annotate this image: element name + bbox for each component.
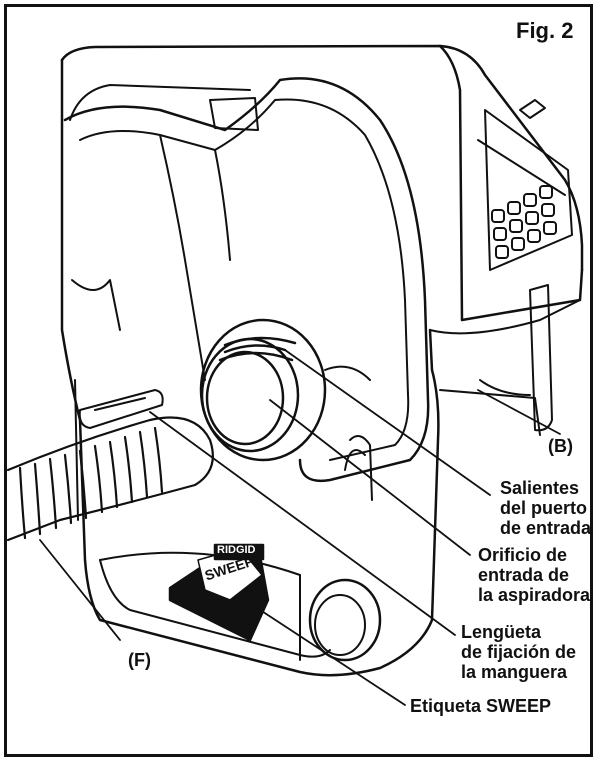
label-salientes: Salientes del puerto de entrada bbox=[500, 478, 591, 538]
sweep-decal bbox=[168, 543, 270, 642]
label-salientes-line-3: de entrada bbox=[500, 518, 592, 538]
figure-title: Fig. 2 bbox=[516, 18, 574, 43]
motor-head-edge bbox=[438, 44, 464, 322]
vent-grille-icon bbox=[477, 99, 573, 271]
leader-etiqueta bbox=[244, 599, 406, 706]
label-f: (F) bbox=[128, 650, 151, 670]
label-orificio-line-2: entrada de bbox=[478, 565, 570, 585]
label-etiqueta: Etiqueta SWEEP bbox=[410, 696, 552, 716]
label-lengueta-line-1: Lengüeta bbox=[461, 622, 542, 642]
label-lengueta: Lengüeta de fijación de la manguera bbox=[461, 622, 576, 682]
label-lengueta-line-2: de fijación de bbox=[461, 642, 577, 662]
tank-inner-rim bbox=[69, 84, 251, 121]
decal-brand: RIDGID bbox=[217, 544, 256, 556]
figure-frame bbox=[4, 4, 593, 757]
label-orificio-line-1: Orificio de bbox=[478, 545, 568, 565]
label-lengueta-line-3: la manguera bbox=[461, 662, 568, 682]
hose-clip-tab bbox=[78, 389, 164, 429]
leader-f bbox=[39, 539, 121, 641]
label-orificio-line-3: la aspiradora bbox=[478, 585, 591, 605]
motor-head-side bbox=[460, 268, 584, 322]
leader-salientes bbox=[284, 349, 491, 496]
leader-orificio bbox=[269, 399, 471, 556]
motor-head-top bbox=[60, 44, 584, 272]
leader-b bbox=[477, 389, 561, 435]
handle-frame bbox=[63, 77, 430, 483]
vacuum-hose bbox=[6, 416, 214, 542]
label-b: (B) bbox=[548, 436, 573, 456]
leader-lengueta bbox=[149, 411, 456, 636]
handle-inner bbox=[79, 98, 410, 461]
label-salientes-line-1: Salientes bbox=[500, 478, 580, 498]
label-orificio: Orificio de entrada de la aspiradora bbox=[478, 545, 590, 605]
leader-lines bbox=[39, 349, 561, 706]
label-salientes-line-2: del puerto bbox=[500, 498, 588, 518]
intake-port bbox=[199, 318, 327, 462]
motor-head-lip bbox=[429, 299, 581, 335]
caster-wheel bbox=[308, 578, 382, 662]
